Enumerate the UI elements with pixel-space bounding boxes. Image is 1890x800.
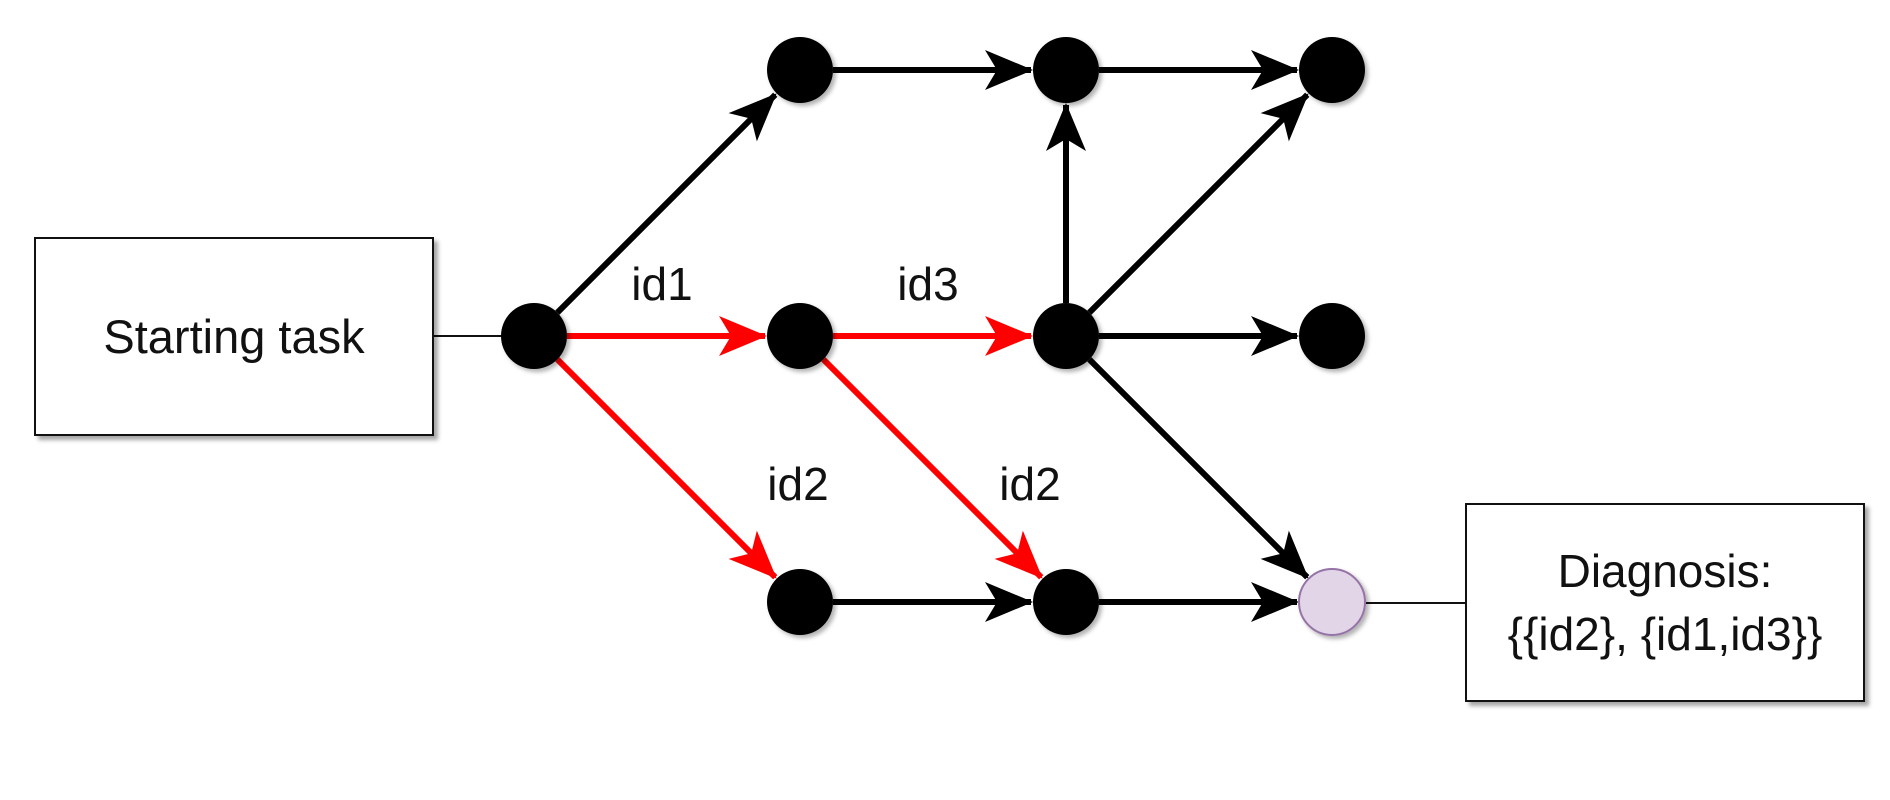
starting-task-label: Starting task <box>103 310 365 363</box>
node-c2-mid <box>1033 303 1099 369</box>
edge-c1-mid-to-c2-bot <box>821 357 1044 580</box>
node-c3-mid <box>1299 303 1365 369</box>
node-root <box>501 303 567 369</box>
edges-layer <box>555 50 1310 622</box>
edge-label-id2: id2 <box>999 458 1060 510</box>
edge-c2-mid-to-c3-top <box>1087 92 1310 315</box>
edge-labels-layer: id1 id2 id3 id2 <box>631 258 1060 510</box>
edge-label-id1: id1 <box>631 258 692 310</box>
node-c3-top <box>1299 37 1365 103</box>
node-c1-bot <box>767 569 833 635</box>
edge-label-id3: id3 <box>897 258 958 310</box>
edge-c2-mid-to-target <box>1087 357 1310 580</box>
node-target <box>1298 568 1366 636</box>
node-c2-top <box>1033 37 1099 103</box>
node-c1-top <box>767 37 833 103</box>
edge-root-to-c1-top <box>555 92 778 315</box>
diagnosis-title: Diagnosis: <box>1557 545 1773 598</box>
diagnosis-value: {{id2}, {id1,id3}} <box>1507 607 1823 660</box>
starting-task-box: Starting task <box>34 237 434 436</box>
diagnosis-box: Diagnosis: {{id2}, {id1,id3}} <box>1465 503 1865 702</box>
node-c2-bot <box>1033 569 1099 635</box>
nodes-layer <box>501 37 1366 636</box>
node-c1-mid <box>767 303 833 369</box>
edge-label-id2: id2 <box>767 458 828 510</box>
edge-root-to-c1-bot <box>555 357 778 580</box>
